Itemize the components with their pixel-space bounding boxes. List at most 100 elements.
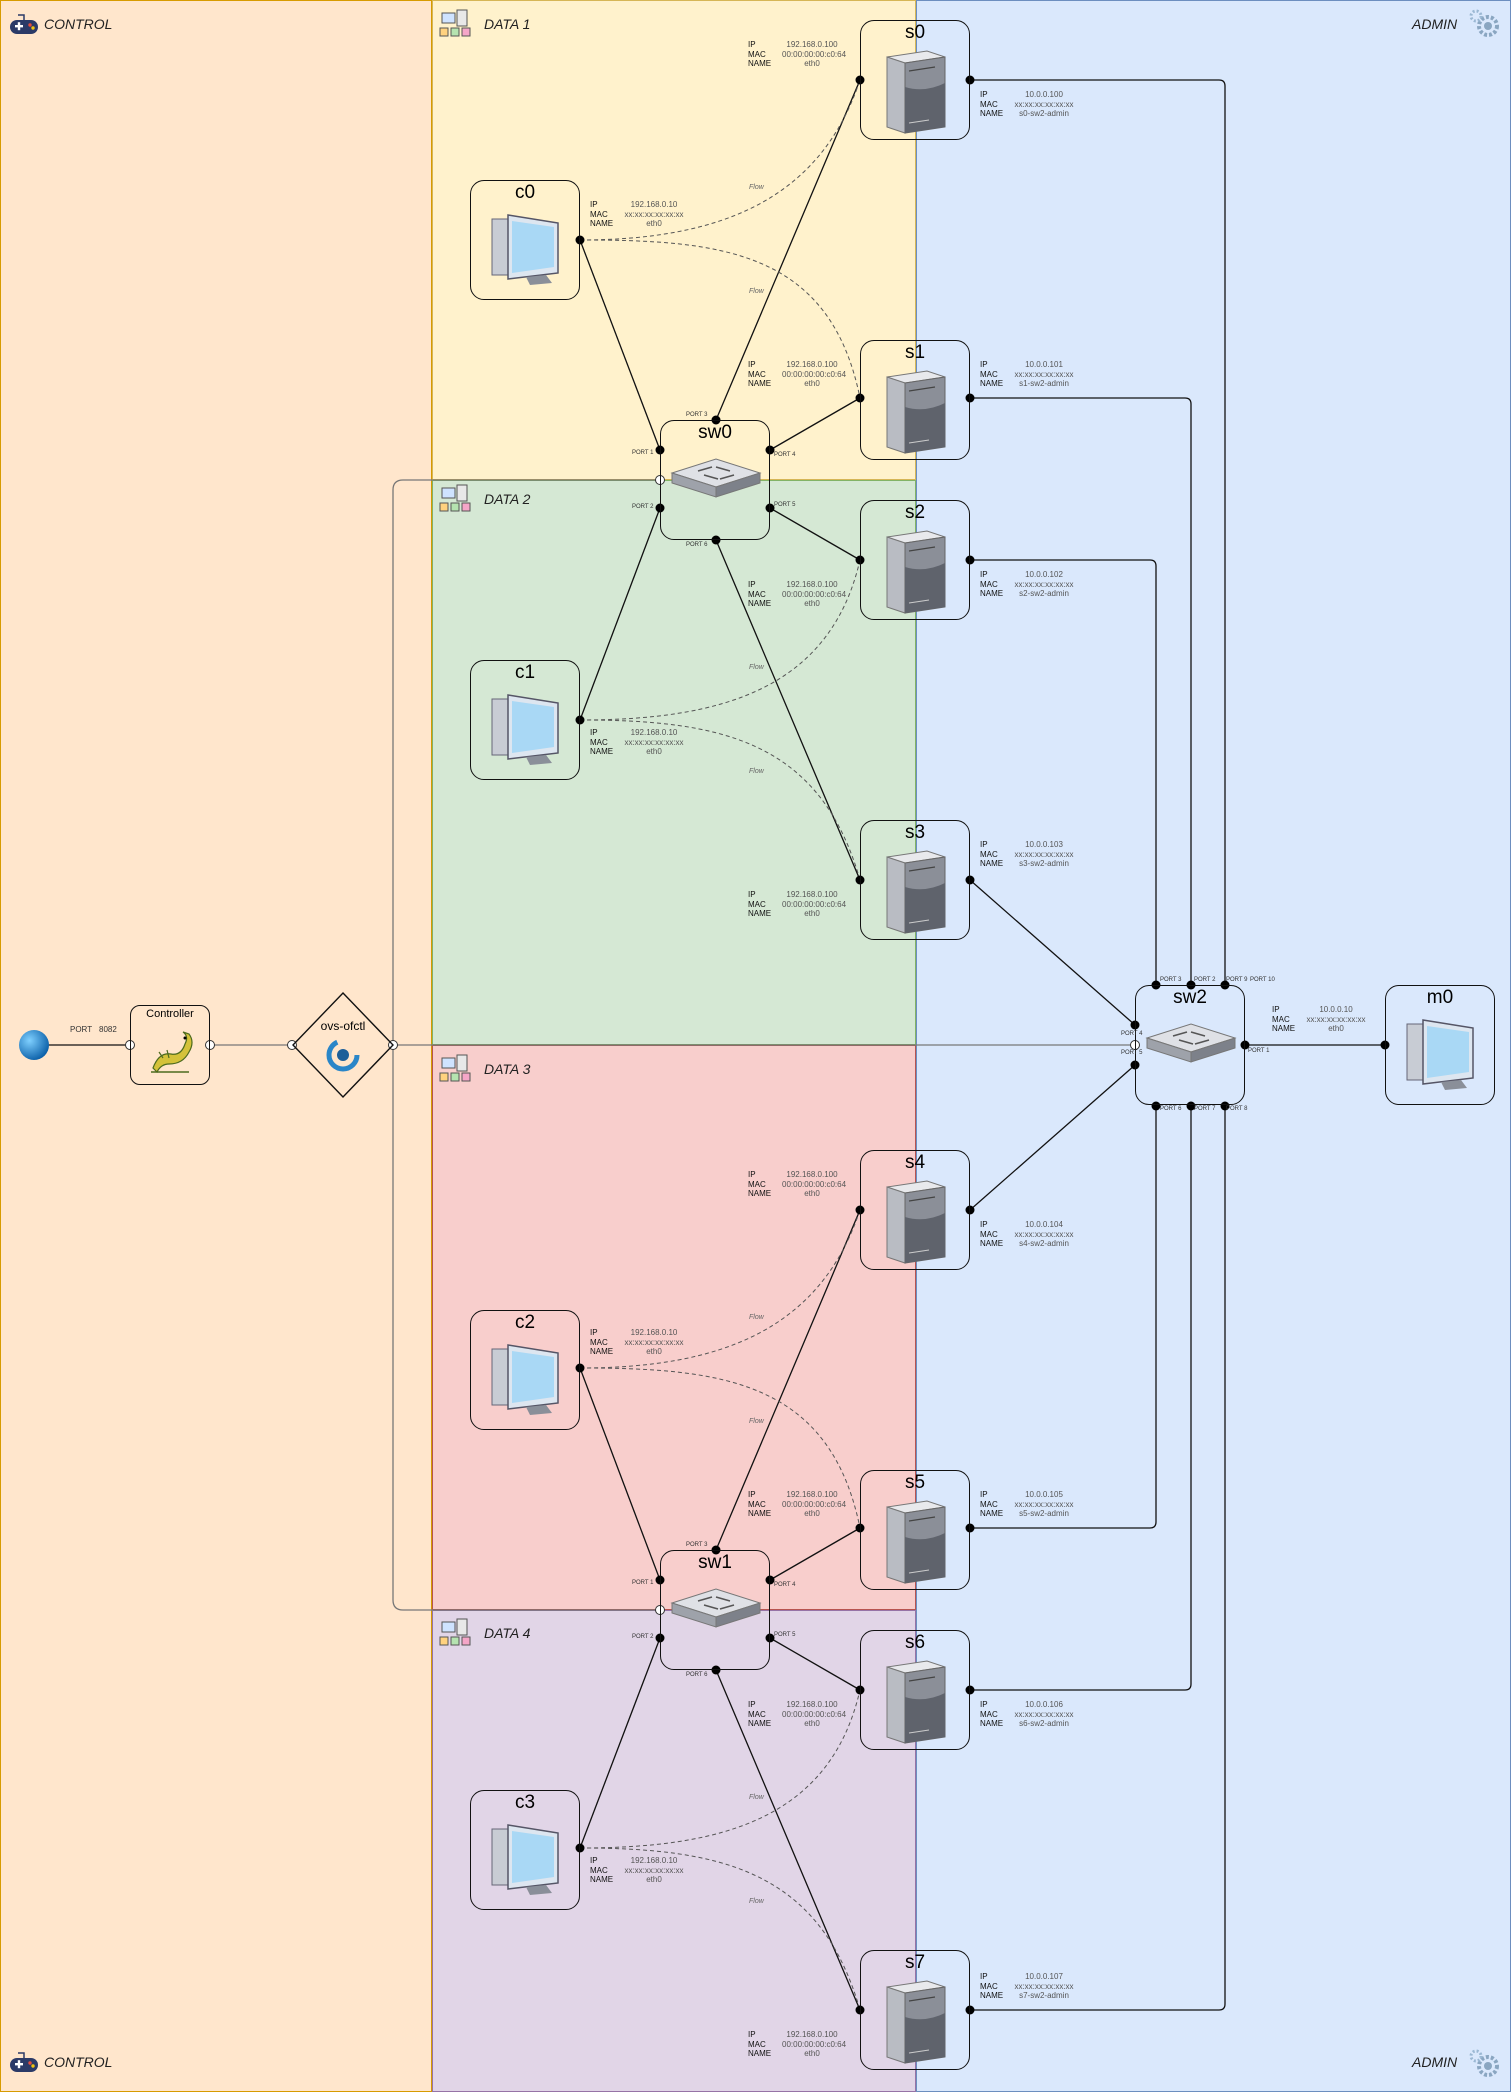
flow-c3-s6	[579, 1689, 861, 1849]
control-zone	[0, 0, 432, 2092]
port-connector	[765, 1633, 775, 1643]
client-c0[interactable]: c0	[470, 180, 580, 300]
link-c0-sw0	[579, 239, 661, 451]
gamepad-icon	[10, 2052, 38, 2072]
server-tower-icon	[886, 50, 946, 134]
flow-c2-s4	[579, 1209, 861, 1369]
port-connector	[965, 1685, 975, 1695]
switch-port-label: PORT 5	[774, 502, 796, 508]
port-connector	[1151, 1101, 1161, 1111]
server-tower-icon	[886, 1180, 946, 1264]
port-connector	[965, 875, 975, 885]
data3-zone-label: DATA 3	[484, 1061, 531, 1077]
control-zone-label-top: CONTROL	[44, 16, 113, 32]
link-s0-sw2	[970, 79, 1226, 985]
client-c1[interactable]: c1	[470, 660, 580, 780]
server-s5[interactable]: s5	[860, 1470, 970, 1590]
switch-port-label: PORT 1	[632, 450, 654, 456]
client-name: c1	[514, 662, 536, 683]
switch-port-label: PORT 2	[1194, 977, 1216, 983]
client-name: c3	[514, 1792, 536, 1813]
server-s2[interactable]: s2	[860, 500, 970, 620]
flow-c0-s1	[579, 239, 861, 399]
switch-sw0[interactable]: sw0	[660, 420, 770, 540]
controller-node[interactable]: Controller	[130, 1005, 210, 1085]
link-sw0-s1	[769, 397, 861, 451]
data-devices-icon	[439, 9, 471, 37]
flow-label: Flow	[749, 288, 764, 295]
port-connector	[965, 555, 975, 565]
gamepad-icon	[10, 14, 38, 34]
switch-port-label: PORT 6	[1160, 1106, 1182, 1112]
server-tower-icon	[886, 1660, 946, 1744]
link-s2-sw2	[970, 559, 1157, 985]
server-s1[interactable]: s1	[860, 340, 970, 460]
flow-label: Flow	[749, 768, 764, 775]
gears-icon	[1469, 9, 1499, 37]
link-ovs-sw0	[392, 479, 660, 1045]
switch-port-label: PORT 7	[1194, 1106, 1216, 1112]
link-c1-sw0	[579, 507, 661, 721]
controller-title: Controller	[146, 1008, 194, 1020]
client-c2[interactable]: c2	[470, 1310, 580, 1430]
server-s3[interactable]: s3	[860, 820, 970, 940]
data-devices-icon	[439, 484, 471, 512]
data2-zone-label: DATA 2	[484, 491, 531, 507]
switch-port-label: PORT 1	[632, 1580, 654, 1586]
switch-sw1[interactable]: sw1	[660, 1550, 770, 1670]
flow-label: Flow	[749, 184, 764, 191]
controller-port-label: PORT	[70, 1025, 93, 1034]
port-connector	[575, 715, 585, 725]
switch-port-label: PORT 5	[1121, 1050, 1143, 1056]
switch-port-label: PORT 5	[774, 1632, 796, 1638]
switch-port-label: PORT 3	[686, 1542, 708, 1548]
server-s7[interactable]: s7	[860, 1950, 970, 2070]
link-s6-sw2	[970, 1106, 1192, 1691]
server-s6[interactable]: s6	[860, 1630, 970, 1750]
switch-port-label: PORT 4	[774, 1582, 796, 1588]
port-connector	[965, 75, 975, 85]
link-sw1-s6	[769, 1637, 861, 1691]
link-sw1-s4	[715, 1209, 861, 1551]
server-s0[interactable]: s0	[860, 20, 970, 140]
switch-port-label: PORT 8	[1226, 1106, 1248, 1112]
ovs-diamond[interactable]	[291, 991, 395, 1099]
server-s4[interactable]: s4	[860, 1150, 970, 1270]
port-connector	[965, 393, 975, 403]
port-connector	[765, 445, 775, 455]
server-tower-icon	[886, 850, 946, 934]
server-name: s4	[904, 1152, 926, 1173]
flow-label: Flow	[749, 1898, 764, 1905]
admin-zone-label-bottom: ADMIN	[1412, 2054, 1458, 2070]
port-connector	[1220, 1101, 1230, 1111]
server-name: s7	[904, 1952, 926, 1973]
switch-sw2[interactable]: sw2	[1135, 985, 1245, 1105]
link-s4-sw2	[969, 1064, 1136, 1211]
flow-c1-s2	[579, 559, 861, 721]
monitor-m0[interactable]: m0	[1385, 985, 1495, 1105]
server-tower-icon	[886, 370, 946, 454]
switch-name: sw0	[698, 422, 732, 443]
switch-port-label: PORT 1	[1248, 1048, 1270, 1054]
client-name: c2	[514, 1312, 536, 1333]
server-name: s0	[904, 22, 926, 43]
switch-port-label: PORT 10	[1250, 977, 1275, 983]
client-c3[interactable]: c3	[470, 1790, 580, 1910]
monitor-m0-name: m0	[1426, 987, 1454, 1008]
